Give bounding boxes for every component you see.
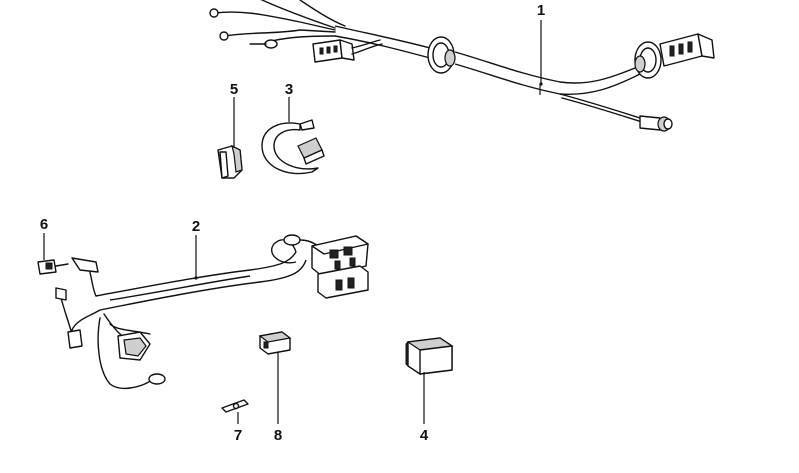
callout-3: 3: [285, 81, 293, 98]
relay-part-4[interactable]: [405, 337, 454, 424]
grommet-left: [427, 36, 456, 74]
sensor-part-6[interactable]: [37, 233, 69, 275]
small-plug: [312, 39, 383, 63]
callout-4: 4: [420, 427, 429, 444]
callout-5: 5: [230, 81, 238, 98]
callout-6: 6: [40, 216, 48, 233]
large-connector: [659, 33, 715, 67]
sensor-plug: [639, 115, 673, 132]
callout-8: 8: [274, 427, 282, 444]
connector-housing-part-8[interactable]: [258, 331, 292, 424]
wiring-harness-part-2[interactable]: [55, 234, 369, 390]
terminal-part-7[interactable]: [221, 399, 249, 424]
double-connector-upper: [311, 235, 369, 277]
double-connector-lower: [317, 265, 369, 299]
callout-1: 1: [537, 2, 545, 19]
grommet-right: [634, 41, 662, 79]
callout-7: 7: [234, 427, 242, 444]
cable-strap-part-3[interactable]: [261, 97, 325, 175]
wiring-harness-part-1[interactable]: [209, 0, 715, 132]
clip-part-5[interactable]: [217, 97, 243, 179]
callout-2: 2: [192, 218, 200, 235]
